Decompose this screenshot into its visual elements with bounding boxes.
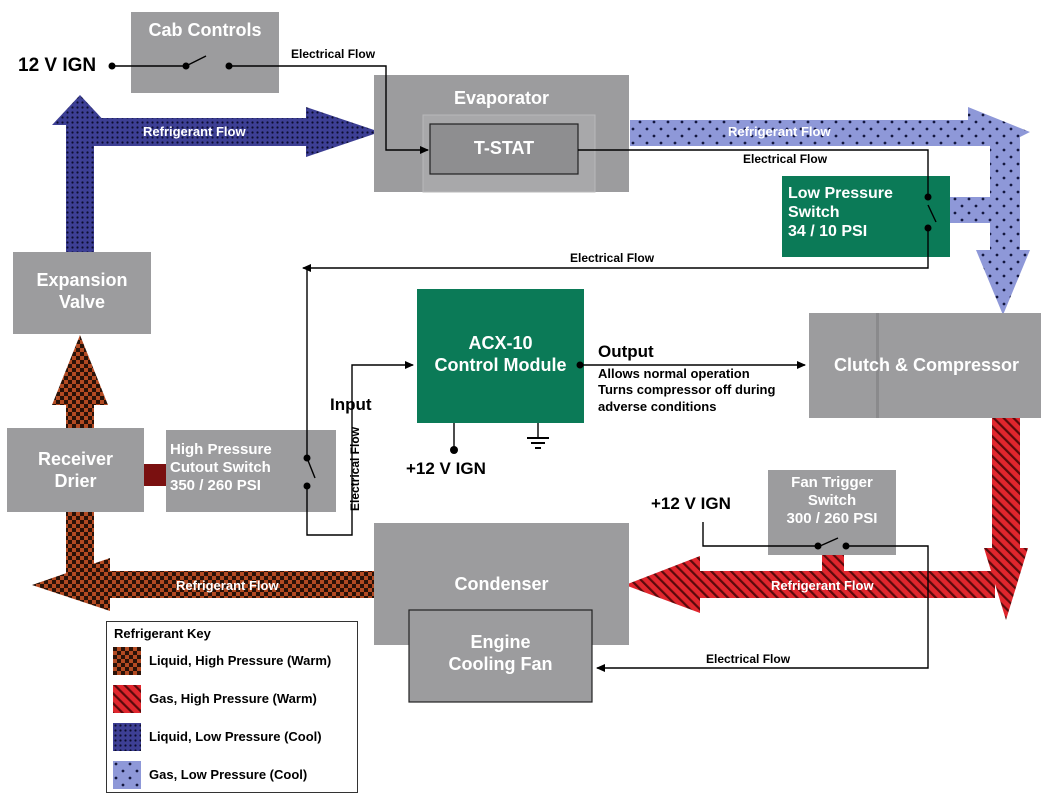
low-pressure-switch-box: [782, 176, 950, 257]
engine-cooling-fan-box: [408, 609, 593, 703]
output-desc-line-1: Allows normal operation: [598, 366, 750, 381]
receiver-drier-line-2: Drier: [54, 470, 97, 491]
swatch-stripes-icon: [113, 685, 141, 713]
refrigerant-flow-label-bottom-left: Refrigerant Flow: [176, 578, 279, 593]
key-label: Liquid, High Pressure (Warm): [149, 653, 332, 668]
refrigerant-pipe-gas-low: [630, 107, 1030, 315]
cab-controls-label: Cab Controls: [148, 20, 262, 40]
fan-trigger-switch-line-2: Switch: [807, 492, 857, 509]
acx10-line-1: ACX-10: [468, 333, 533, 353]
swatch-sparse-dots-icon: [113, 761, 141, 789]
clutch-compressor-label: Clutch & Compressor: [833, 355, 1020, 375]
refrigerant-pipe-gas-low-branch: [950, 197, 992, 223]
receiver-drier-label: Receiver Drier: [7, 449, 144, 492]
receiver-drier-box: [7, 428, 144, 512]
input-label: Input: [330, 395, 372, 414]
refrigerant-pipe-liquid-low-right: [94, 107, 380, 157]
key-label: Liquid, Low Pressure (Cool): [149, 729, 322, 744]
refrigerant-pipe-drier-link: [144, 464, 166, 486]
condenser-label: Condenser: [454, 574, 549, 594]
refrigerant-pipe-gas-high: [984, 418, 1028, 620]
refrigerant-arrow-liquid-low-up: [52, 95, 108, 125]
refrigerant-key-title: Refrigerant Key: [114, 626, 211, 641]
output-description: Allows normal operation Turns compressor…: [598, 366, 775, 415]
electrical-flow-label-1: Electrical Flow: [291, 47, 376, 61]
low-pressure-switch-line-2: Switch: [788, 204, 840, 222]
high-pressure-switch-line-1: High Pressure: [170, 441, 272, 458]
acx10-box: [417, 289, 584, 423]
refrigerant-pipe-liquid-high-left: [32, 558, 375, 611]
refrigerant-flow-label-bottom-right: Refrigerant Flow: [771, 578, 874, 593]
output-desc-line-3: adverse conditions: [598, 398, 717, 414]
swatch-dense-dots-icon: [113, 723, 141, 751]
fan-trigger-switch-line-3: 300 / 260 PSI: [786, 510, 878, 527]
electrical-flow-label-4: Electrical Flow: [706, 652, 791, 666]
low-pressure-switch-line-1: Low Pressure: [788, 185, 893, 202]
cab-controls-box: [131, 12, 279, 93]
evaporator-label: Evaporator: [453, 88, 550, 108]
fan-trigger-switch-label: Fan Trigger Switch 300 / 260 PSI: [768, 474, 896, 528]
key-label: Gas, Low Pressure (Cool): [149, 767, 308, 782]
expansion-valve-line-1: Expansion: [36, 270, 128, 290]
low-pressure-switch-label: Low Pressure Switch 34 / 10 PSI: [788, 184, 928, 242]
electrical-flow-label-3: Electrical Flow: [570, 251, 655, 265]
refrigerant-pipe-liquid-high-up1: [66, 512, 94, 586]
receiver-drier-line-1: Receiver: [37, 449, 114, 469]
output-label: Output: [598, 342, 654, 361]
expansion-valve-box: [13, 252, 151, 334]
refrigerant-pipe-gas-high-left: [625, 556, 995, 613]
acx10-line-2: Control Module: [434, 354, 567, 375]
expansion-valve-line-2: Valve: [58, 291, 106, 312]
engine-cooling-fan-line-1: Engine: [470, 632, 531, 652]
refrigerant-pipe-liquid-low: [66, 118, 94, 252]
tstat-box: [429, 123, 579, 175]
high-pressure-switch-line-2: Cutout Switch: [170, 459, 271, 476]
expansion-valve-label: Expansion Valve: [13, 270, 151, 313]
low-pressure-switch-line-3: 34 / 10 PSI: [788, 223, 868, 241]
fan-ignition-label: +12 V IGN: [651, 494, 731, 513]
swatch-checker-icon: [113, 647, 141, 675]
clutch-divider: [876, 313, 879, 418]
tstat-label: T-STAT: [473, 138, 535, 158]
clutch-compressor-box: [809, 313, 1041, 418]
refrigerant-pipe-liquid-high-up2: [52, 335, 108, 428]
engine-cooling-fan-label: Engine Cooling Fan: [409, 632, 592, 675]
fan-trigger-switch-line-1: Fan Trigger: [791, 474, 873, 491]
electrical-wiring: [112, 55, 937, 672]
acx10-ignition-label: +12 V IGN: [406, 459, 486, 478]
high-pressure-switch-line-3: 350 / 260 PSI: [170, 477, 261, 494]
engine-cooling-fan-line-2: Cooling Fan: [448, 653, 553, 674]
acx10-label: ACX-10 Control Module: [417, 333, 584, 376]
electrical-flow-label-2: Electrical Flow: [743, 152, 828, 166]
refrigerant-key: Refrigerant Key Liquid, High Pressure (W…: [106, 621, 358, 793]
electrical-flow-label-vertical: Electrical Flow: [348, 426, 363, 512]
refrigerant-flow-label-top-right: Refrigerant Flow: [728, 124, 831, 139]
ignition-label: 12 V IGN: [18, 55, 97, 76]
key-label: Gas, High Pressure (Warm): [149, 691, 317, 706]
refrigerant-flow-label-top-left: Refrigerant Flow: [143, 124, 246, 139]
high-pressure-switch-label: High Pressure Cutout Switch 350 / 260 PS…: [170, 441, 310, 495]
wiring-nodes: [108, 62, 932, 550]
output-desc-line-2: Turns compressor off during: [598, 382, 776, 398]
